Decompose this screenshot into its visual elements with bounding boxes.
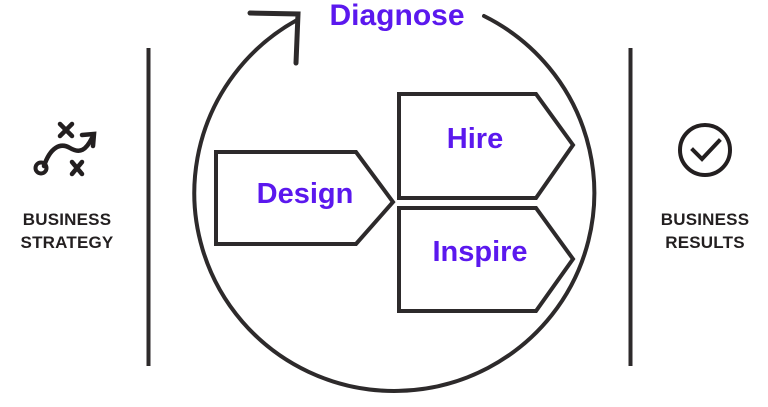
stage-label-design[interactable]: Design: [256, 178, 354, 210]
stage-shape-design[interactable]: [214, 150, 396, 246]
stage-label-diagnose[interactable]: Diagnose: [329, 0, 465, 32]
business-results-label: BUSINESS RESULTS: [660, 210, 750, 252]
check-circle-icon: [678, 123, 732, 177]
business-strategy-label: BUSINESS STRATEGY: [20, 210, 114, 252]
cycle-arc: [192, 14, 597, 393]
cycle-arrowhead-icon: [247, 10, 301, 66]
stage-shape-inspire[interactable]: [397, 206, 576, 313]
stage-shape-hire[interactable]: [397, 92, 576, 200]
business-strategy-pillar: BUSINESS STRATEGY: [0, 118, 142, 254]
strategy-path-icon: [33, 121, 97, 177]
business-results-pillar: BUSINESS RESULTS: [630, 118, 768, 254]
stage-label-inspire[interactable]: Inspire: [432, 236, 528, 268]
stage-label-hire[interactable]: Hire: [446, 123, 504, 155]
